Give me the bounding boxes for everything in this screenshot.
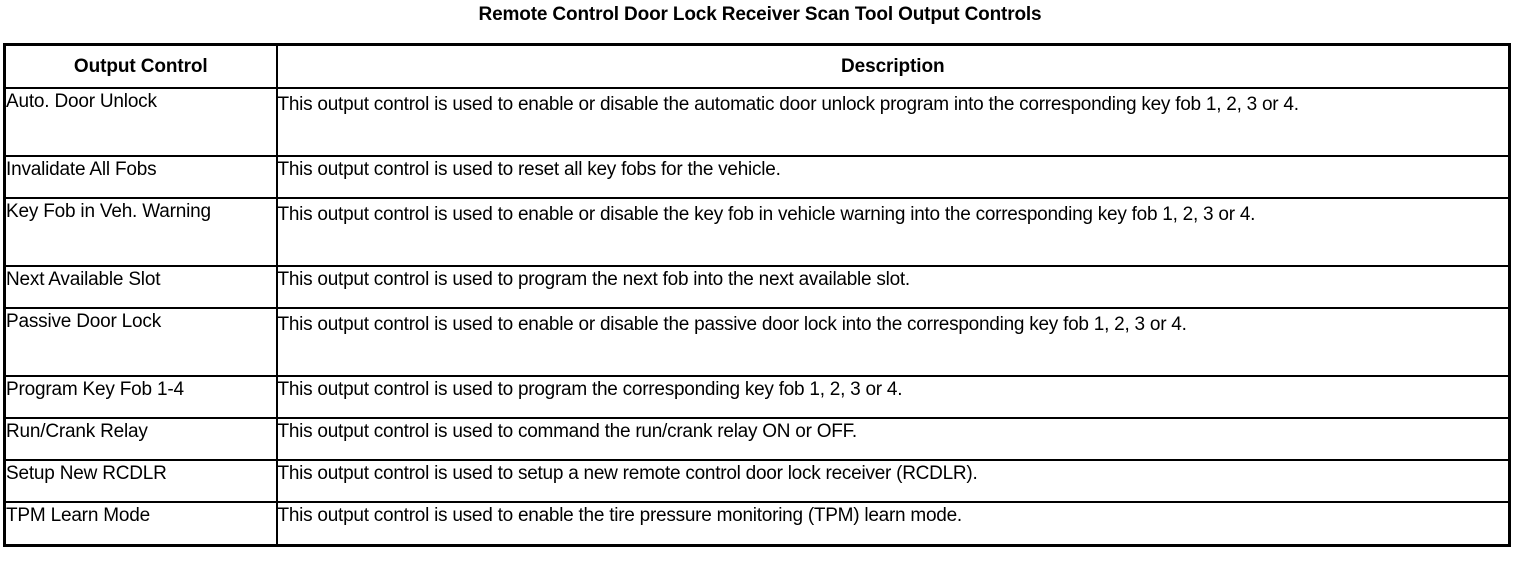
cell-output-control: Program Key Fob 1-4 xyxy=(3,375,278,419)
cell-description: This output control is used to program t… xyxy=(275,375,1511,419)
description-text: This output control is used to enable th… xyxy=(277,505,963,526)
output-control-label: Next Available Slot xyxy=(6,269,161,290)
cell-description: This output control is used to reset all… xyxy=(275,155,1511,199)
table-row: Key Fob in Veh. Warning This output cont… xyxy=(3,197,1511,267)
header-row: Output Control Description xyxy=(3,43,1511,89)
table-row: Passive Door Lock This output control is… xyxy=(3,307,1511,377)
output-control-label: Invalidate All Fobs xyxy=(6,159,157,180)
cell-description: This output control is used to program t… xyxy=(275,265,1511,309)
description-text: This output control is used to setup a n… xyxy=(277,463,978,484)
cell-description: This output control is used to setup a n… xyxy=(275,459,1511,503)
description-text: This output control is used to program t… xyxy=(277,379,903,400)
table-row: Setup New RCDLR This output control is u… xyxy=(3,459,1511,503)
table-container: Output Control Description Auto. Door Un… xyxy=(3,43,1511,547)
description-text: This output control is used to enable or… xyxy=(277,204,1256,225)
table-row: Run/Crank Relay This output control is u… xyxy=(3,417,1511,461)
output-control-label: Program Key Fob 1-4 xyxy=(6,379,184,400)
cell-description: This output control is used to enable or… xyxy=(275,87,1511,157)
output-control-label: Passive Door Lock xyxy=(6,311,162,332)
output-control-label: Auto. Door Unlock xyxy=(6,91,157,112)
table-row: Next Available Slot This output control … xyxy=(3,265,1511,309)
cell-output-control: Auto. Door Unlock xyxy=(3,87,278,157)
cell-output-control: Passive Door Lock xyxy=(3,307,278,377)
cell-output-control: Run/Crank Relay xyxy=(3,417,278,461)
cell-description: This output control is used to enable th… xyxy=(275,501,1511,547)
description-text: This output control is used to reset all… xyxy=(277,159,781,180)
cell-description: This output control is used to command t… xyxy=(275,417,1511,461)
cell-output-control: TPM Learn Mode xyxy=(3,501,278,547)
output-control-label: Run/Crank Relay xyxy=(6,421,148,442)
cell-output-control: Setup New RCDLR xyxy=(3,459,278,503)
output-control-label: Setup New RCDLR xyxy=(6,463,167,484)
column-header-output-control: Output Control xyxy=(3,43,278,89)
page-title: Remote Control Door Lock Receiver Scan T… xyxy=(478,4,1042,25)
table-row: TPM Learn Mode This output control is us… xyxy=(3,501,1511,547)
cell-description: This output control is used to enable or… xyxy=(275,307,1511,377)
table-row: Invalidate All Fobs This output control … xyxy=(3,155,1511,199)
table-header: Output Control Description xyxy=(3,43,1511,89)
output-controls-table: Output Control Description Auto. Door Un… xyxy=(3,43,1511,547)
cell-output-control: Invalidate All Fobs xyxy=(3,155,278,199)
cell-output-control: Next Available Slot xyxy=(3,265,278,309)
column-header-description: Description xyxy=(275,43,1511,89)
description-text: This output control is used to enable or… xyxy=(277,94,1300,115)
cell-description: This output control is used to enable or… xyxy=(275,197,1511,267)
cell-output-control: Key Fob in Veh. Warning xyxy=(3,197,278,267)
table-row: Auto. Door Unlock This output control is… xyxy=(3,87,1511,157)
description-text: This output control is used to command t… xyxy=(277,421,858,442)
table-row: Program Key Fob 1-4 This output control … xyxy=(3,375,1511,419)
table-body: Auto. Door Unlock This output control is… xyxy=(3,87,1511,547)
output-control-label: Key Fob in Veh. Warning xyxy=(6,201,211,222)
description-text: This output control is used to enable or… xyxy=(277,314,1187,335)
output-control-label: TPM Learn Mode xyxy=(6,505,150,526)
description-text: This output control is used to program t… xyxy=(277,269,911,290)
